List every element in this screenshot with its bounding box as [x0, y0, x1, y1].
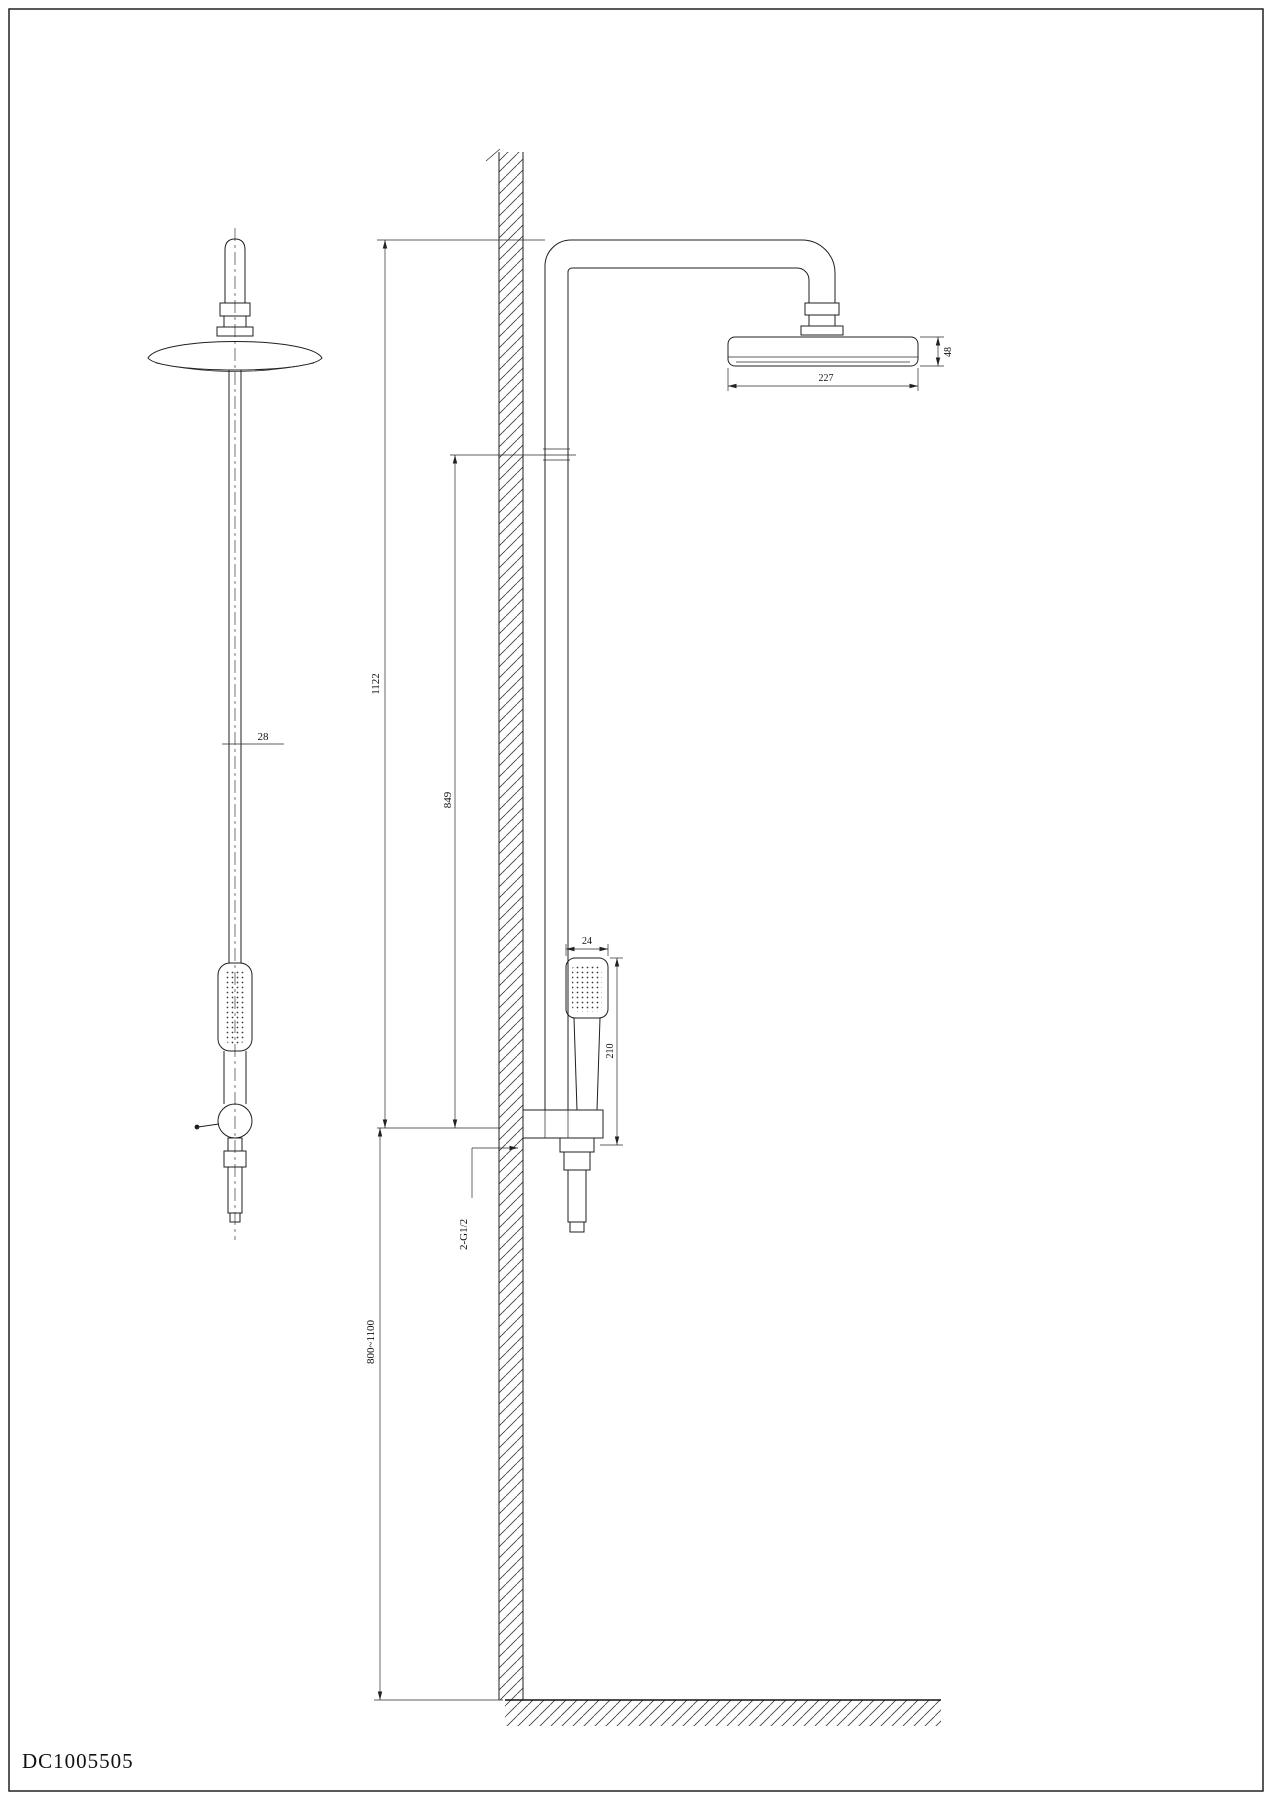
wall-break-mark — [485, 148, 501, 162]
overhead-shower-front — [147, 341, 323, 372]
part-number: DC1005505 — [22, 1749, 134, 1773]
dim-label-head-diameter: 227 — [819, 373, 834, 384]
riser-pipe-and-arm — [543, 239, 836, 1110]
thread-callout: 2-G1/2 — [458, 1145, 518, 1250]
dim-riser-height: 849 — [442, 454, 576, 1128]
shower-rod-front — [228, 370, 242, 963]
dim-head-diameter: 227 — [727, 368, 919, 391]
front-view: 28 — [147, 228, 323, 1240]
dim-handshower-length: 210 — [600, 957, 623, 1146]
dim-total-height: 1122 — [370, 239, 545, 1129]
dim-install-height: 800~1100 — [365, 1128, 503, 1701]
head-connector-front — [216, 302, 254, 337]
dim-label-riser-height: 849 — [442, 791, 454, 808]
wall-supply-connector — [522, 1109, 604, 1139]
head-connector-side — [800, 302, 844, 336]
shower-hose-front — [223, 1137, 247, 1223]
dim-label-handshower-width: 24 — [582, 936, 592, 947]
diverter-knob-front — [194, 1103, 253, 1139]
dim-pipe-diameter: 28 — [222, 731, 284, 745]
dim-head-thickness: 48 — [920, 336, 954, 367]
dim-label-total-height: 1122 — [370, 673, 382, 695]
dim-label-handshower-length: 210 — [605, 1044, 616, 1059]
hand-shower-front — [217, 962, 253, 1104]
dim-label-thread: 2-G1/2 — [458, 1219, 470, 1250]
shower-hose-side — [559, 1137, 595, 1233]
sheet-border — [8, 8, 1264, 1792]
dim-handshower-width: 24 — [565, 936, 609, 956]
dim-label-pipe-diameter: 28 — [258, 731, 270, 743]
side-view: 227 48 1122 849 — [365, 148, 954, 1726]
hand-shower-side — [565, 957, 609, 1111]
floor-section — [505, 1699, 941, 1726]
top-pipe-front — [224, 238, 246, 303]
overhead-shower-side — [727, 336, 919, 367]
dim-label-install-height: 800~1100 — [365, 1319, 377, 1364]
wall-section — [485, 148, 524, 1700]
dim-label-head-thickness: 48 — [943, 347, 954, 357]
